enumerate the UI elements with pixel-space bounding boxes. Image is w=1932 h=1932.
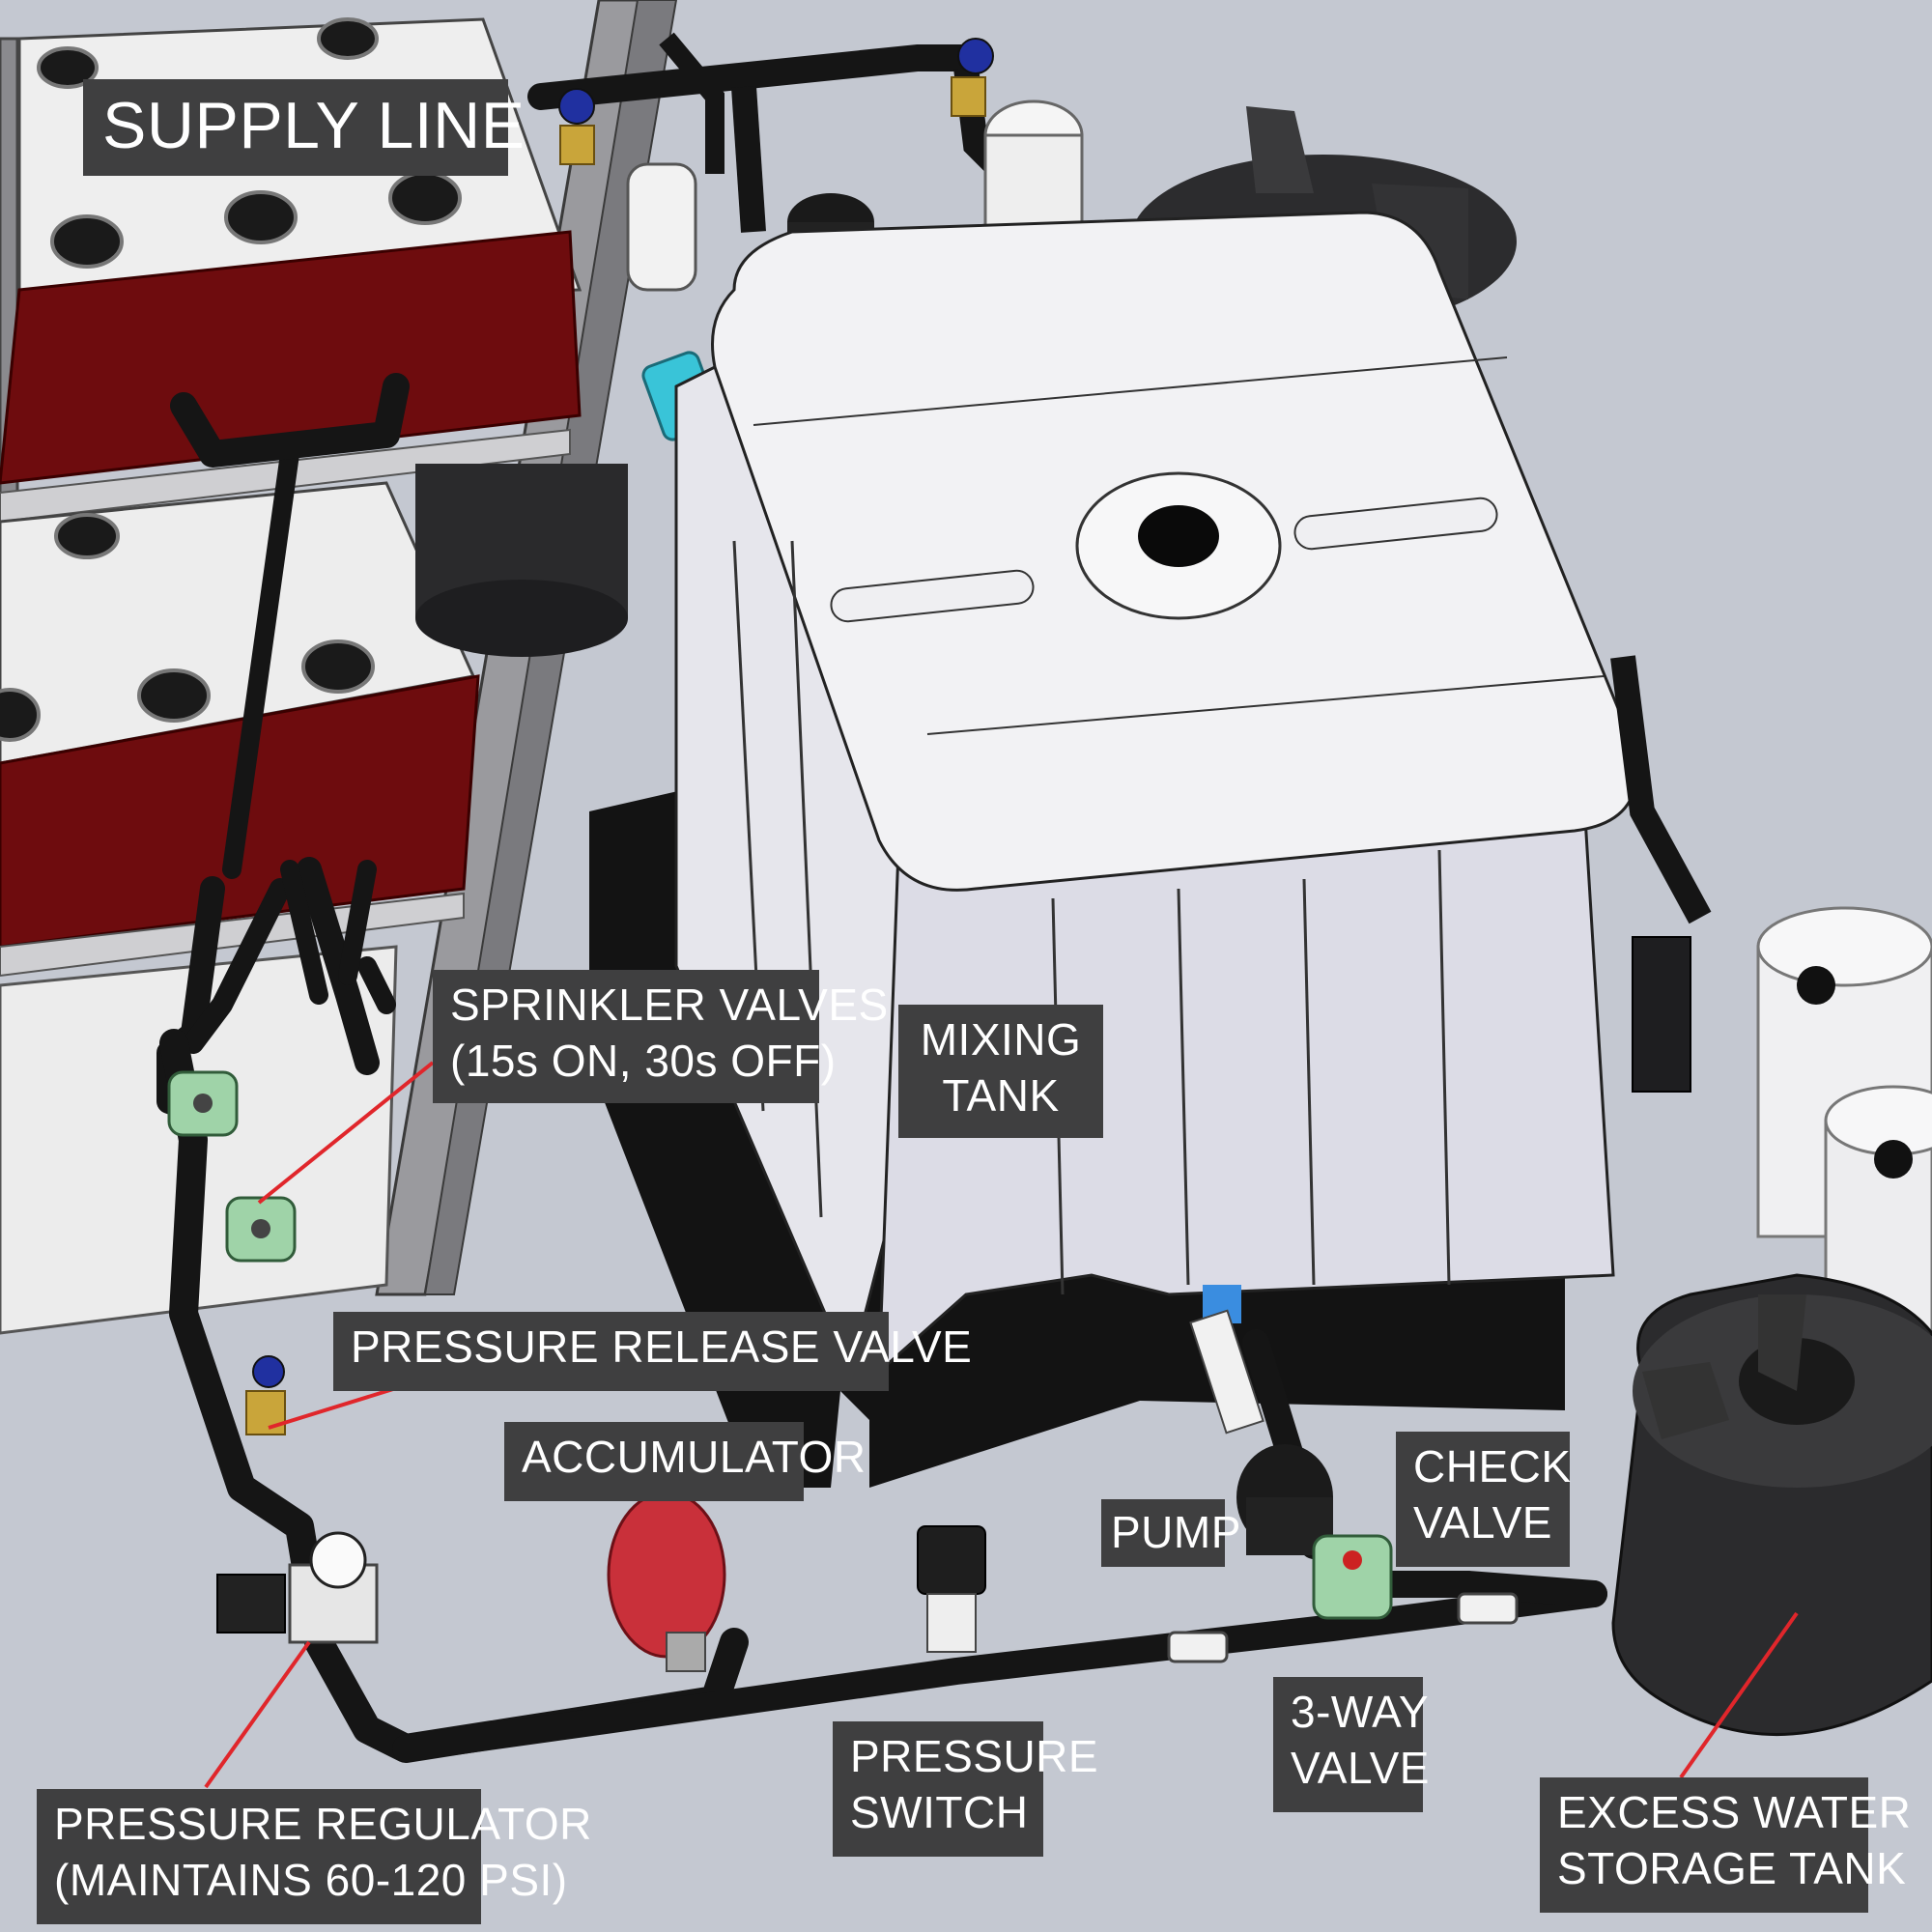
pointer-excess-water-tank <box>1679 1611 1799 1779</box>
nutrient-buckets <box>1610 655 1932 1393</box>
pointer-sprinkler-valves <box>257 1061 435 1205</box>
accumulator-graphic <box>607 1491 726 1672</box>
label-pressure-release-valve: PRESSURE RELEASE VALVE <box>333 1312 972 1391</box>
pressure-switch-graphic <box>917 1525 986 1653</box>
pump-graphic <box>1236 1444 1333 1555</box>
inline-fittings <box>1167 1592 1519 1663</box>
label-mixing-tank: MIXING TANK <box>898 1005 1103 1138</box>
label-check-valve: CHECK VALVE <box>1396 1432 1571 1567</box>
three-way-valve-graphic <box>1312 1534 1393 1620</box>
label-accumulator: ACCUMULATOR <box>504 1422 866 1501</box>
sprinkler-valve-2 <box>225 1196 297 1263</box>
pointer-pressure-regulator <box>204 1640 311 1789</box>
mixing-tank-graphic <box>589 211 1638 1488</box>
label-pump: PUMP <box>1101 1499 1240 1567</box>
reservoir-behind-rack <box>415 464 628 657</box>
label-sprinkler-valves: SPRINKLER VALVES (15s ON, 30s OFF) <box>433 970 888 1103</box>
excess-water-tank-graphic <box>1611 1273 1932 1737</box>
label-pressure-switch: PRESSURE SWITCH <box>833 1721 1098 1857</box>
label-three-way-valve: 3-WAY VALVE <box>1273 1677 1429 1812</box>
pressure-regulator-graphic <box>216 1531 379 1644</box>
grow-rack <box>0 0 678 1335</box>
sprinkler-valve-1 <box>167 1070 239 1137</box>
label-pressure-regulator: PRESSURE REGULATOR (MAINTAINS 60-120 PSI… <box>37 1789 591 1924</box>
label-supply-line: SUPPLY LINE <box>83 79 525 176</box>
pressure-release-valve-graphic <box>245 1355 286 1435</box>
label-excess-water-tank: EXCESS WATER STORAGE TANK <box>1540 1777 1911 1913</box>
